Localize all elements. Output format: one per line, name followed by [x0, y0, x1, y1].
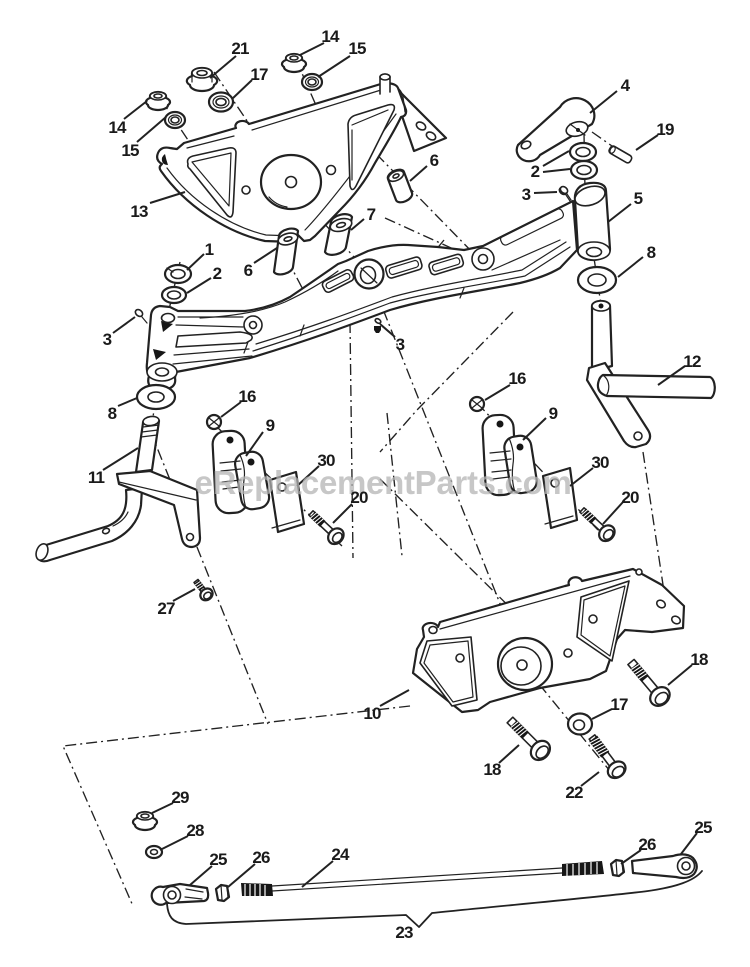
svg-text:16: 16: [508, 369, 526, 388]
svg-text:29: 29: [171, 788, 189, 807]
svg-text:14: 14: [108, 118, 127, 137]
svg-text:3: 3: [522, 185, 531, 204]
svg-text:25: 25: [694, 818, 712, 837]
svg-text:30: 30: [591, 453, 609, 472]
svg-text:8: 8: [108, 404, 117, 423]
svg-text:7: 7: [367, 205, 376, 224]
svg-text:26: 26: [252, 848, 270, 867]
svg-text:28: 28: [186, 821, 204, 840]
svg-text:9: 9: [266, 416, 275, 435]
svg-text:20: 20: [350, 488, 368, 507]
svg-text:27: 27: [157, 599, 175, 618]
svg-text:2: 2: [213, 264, 222, 283]
svg-text:eReplacementParts.com: eReplacementParts.com: [194, 464, 571, 501]
svg-text:6: 6: [430, 151, 439, 170]
svg-text:15: 15: [348, 39, 366, 58]
svg-text:15: 15: [121, 141, 139, 160]
svg-text:4: 4: [621, 76, 631, 95]
svg-text:1: 1: [205, 240, 214, 259]
svg-text:11: 11: [88, 468, 105, 487]
svg-text:12: 12: [683, 352, 701, 371]
svg-text:25: 25: [209, 850, 227, 869]
svg-text:17: 17: [250, 65, 268, 84]
svg-text:18: 18: [483, 760, 501, 779]
svg-text:9: 9: [549, 404, 558, 423]
svg-text:21: 21: [231, 39, 249, 58]
svg-text:10: 10: [363, 704, 381, 723]
svg-text:22: 22: [565, 783, 583, 802]
svg-text:30: 30: [317, 451, 335, 470]
svg-text:8: 8: [647, 243, 656, 262]
svg-text:24: 24: [331, 845, 350, 864]
svg-text:17: 17: [610, 695, 628, 714]
svg-text:3: 3: [396, 335, 405, 354]
svg-text:19: 19: [656, 120, 674, 139]
svg-text:16: 16: [238, 387, 256, 406]
svg-text:13: 13: [130, 202, 148, 221]
svg-text:6: 6: [244, 261, 253, 280]
svg-text:3: 3: [103, 330, 112, 349]
svg-text:23: 23: [395, 923, 413, 942]
svg-text:20: 20: [621, 488, 639, 507]
svg-text:26: 26: [638, 835, 656, 854]
svg-text:2: 2: [531, 162, 540, 181]
svg-text:18: 18: [690, 650, 708, 669]
svg-text:5: 5: [634, 189, 643, 208]
svg-text:14: 14: [321, 27, 340, 46]
